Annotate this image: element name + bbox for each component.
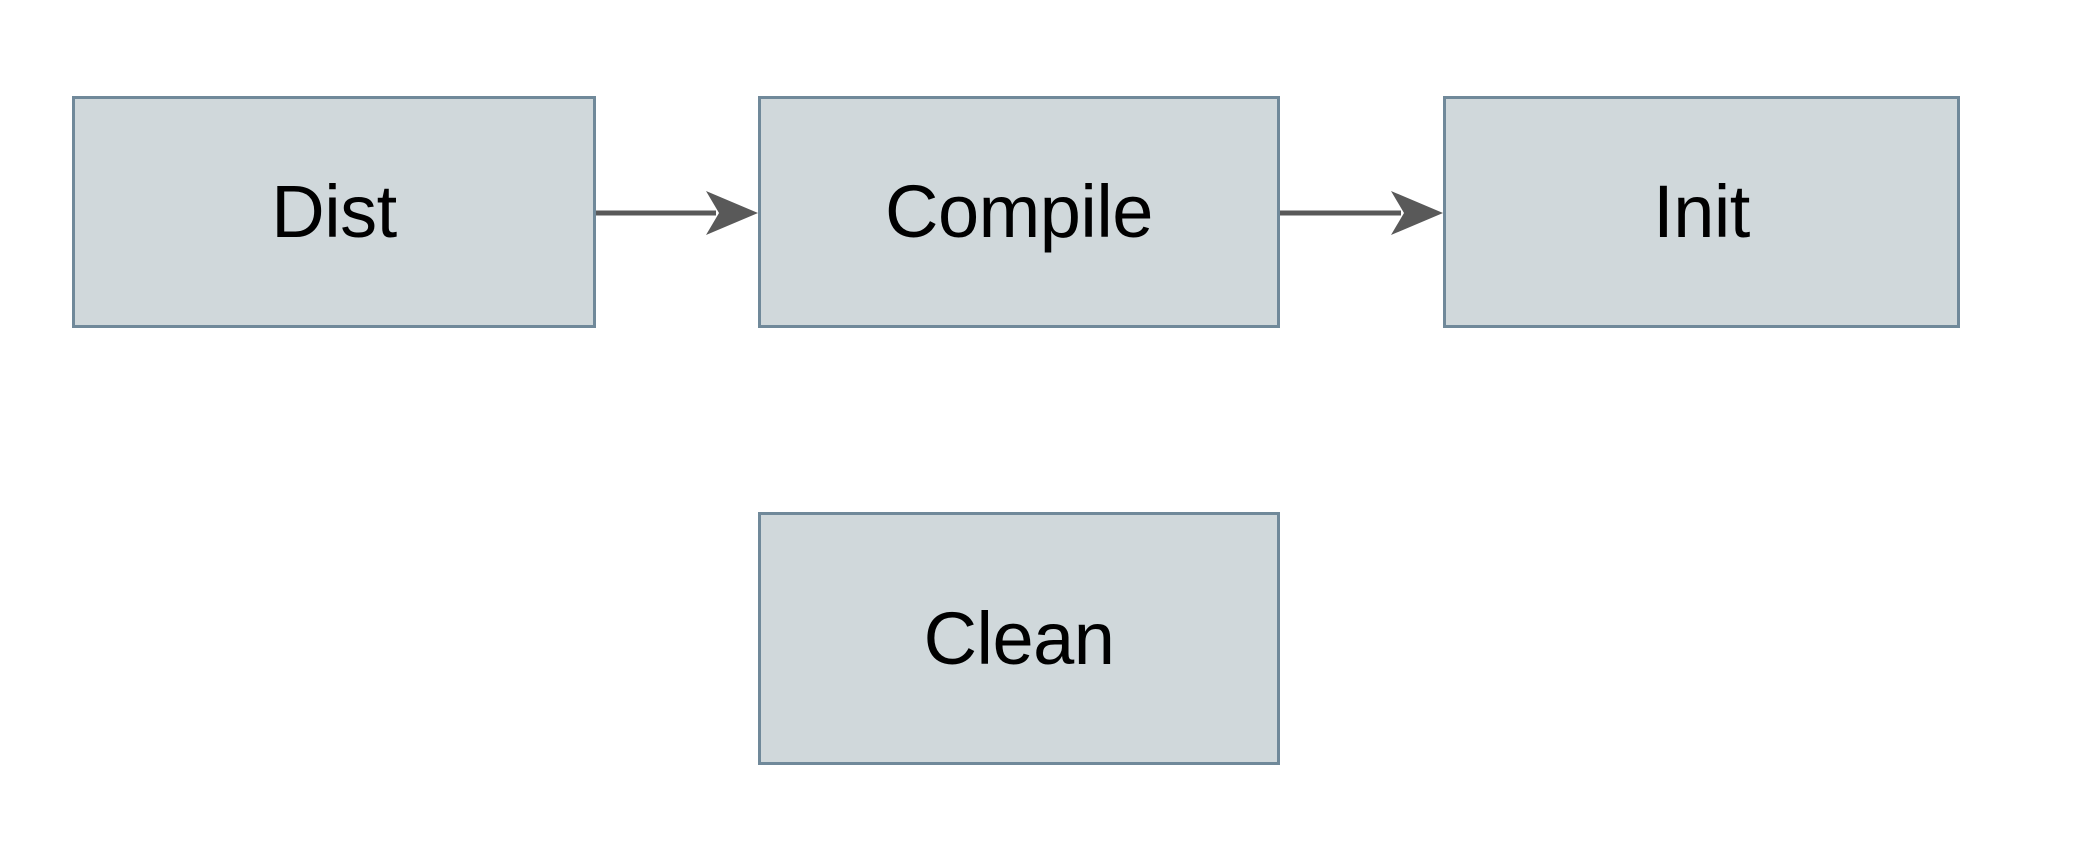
node-compile[interactable]: Compile xyxy=(758,96,1280,328)
edge-dist-to-compile[interactable] xyxy=(596,189,758,237)
node-clean[interactable]: Clean xyxy=(758,512,1280,765)
node-dist-label: Dist xyxy=(271,170,397,253)
node-compile-label: Compile xyxy=(885,170,1153,253)
node-init-label: Init xyxy=(1653,170,1750,253)
node-dist[interactable]: Dist xyxy=(72,96,596,328)
node-init[interactable]: Init xyxy=(1443,96,1960,328)
edge-compile-to-init[interactable] xyxy=(1280,189,1443,237)
node-clean-label: Clean xyxy=(923,596,1115,680)
